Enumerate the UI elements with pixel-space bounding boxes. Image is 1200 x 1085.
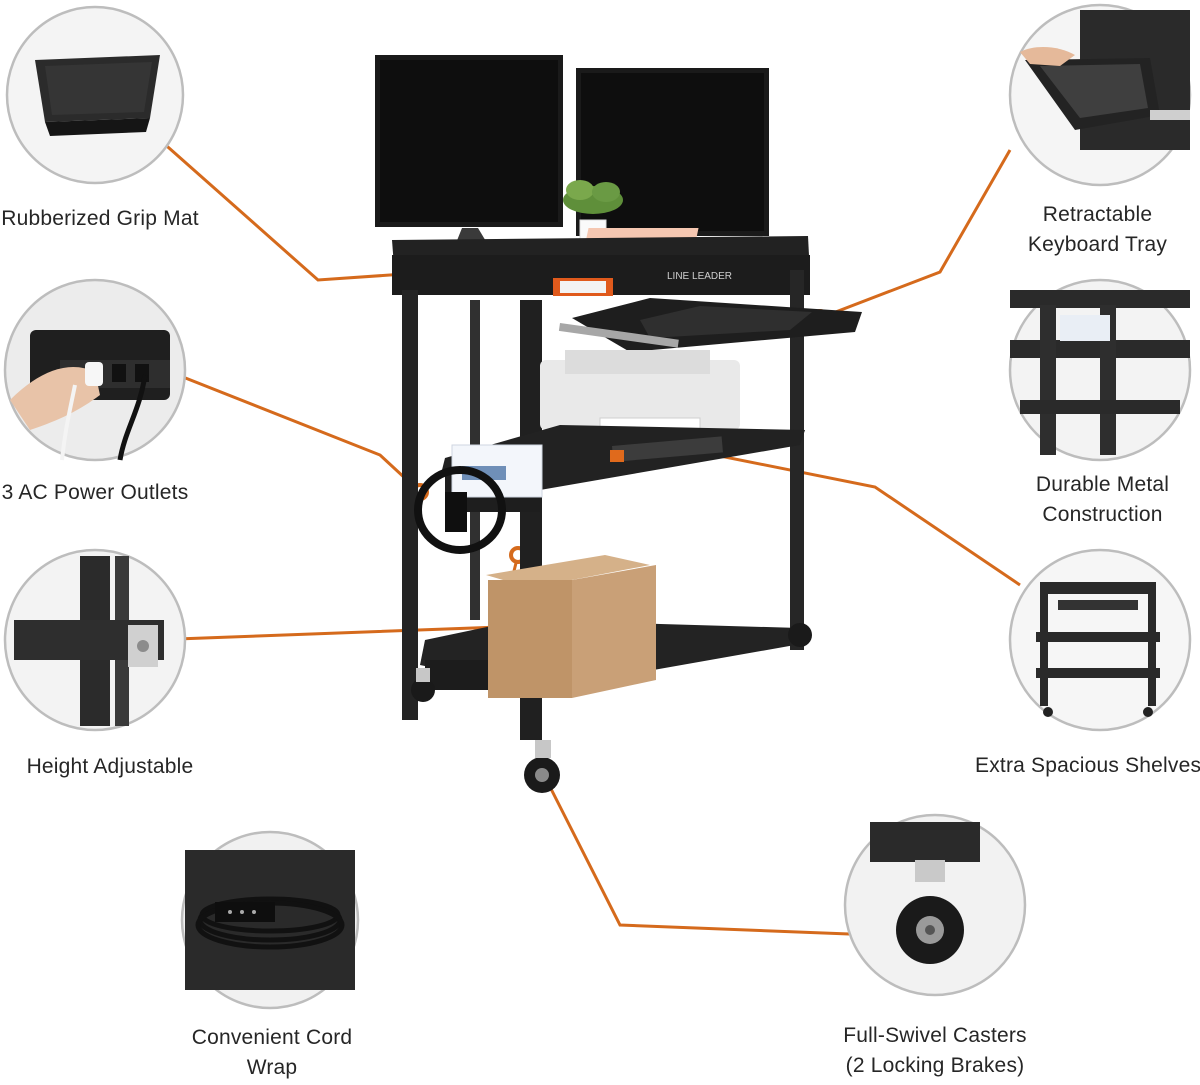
keyboard — [640, 306, 812, 338]
feature-label-casters-line-2: (2 Locking Brakes) — [845, 1054, 1025, 1077]
detail-circle-casters — [843, 813, 1027, 997]
feature-label-cord-wrap-line-2: Wrap — [246, 1056, 298, 1079]
brand-label: LINE LEADER — [667, 271, 732, 282]
cord-bundle — [414, 466, 506, 554]
detail-circle-metal-construction — [1008, 278, 1192, 462]
feature-label-keyboard-tray-line-2: Keyboard Tray — [1027, 233, 1168, 256]
feature-label-cord-wrap-line-1: Convenient Cord — [191, 1026, 353, 1049]
callout-line-keyboard-tray — [819, 149, 1012, 320]
callout-line-height-adjustable — [149, 554, 520, 642]
feature-label-casters-line-1: Full-Swivel Casters — [843, 1024, 1027, 1047]
feature-label-keyboard-tray-line-1: Retractable — [1042, 203, 1153, 226]
feature-label-keyboard-tray: Retractable Keyboard Tray — [1000, 200, 1195, 260]
callout-line-cord-wrap — [543, 776, 876, 937]
feature-label-metal-construction: Durable Metal Construction — [1005, 470, 1200, 530]
printer — [540, 350, 740, 435]
detail-circle-height-adjustable — [3, 548, 187, 732]
wheels — [411, 623, 812, 793]
paper-cutter — [611, 436, 723, 462]
feature-label-height-adjustable-line: Height Adjustable — [26, 755, 194, 778]
feature-label-casters: Full-Swivel Casters (2 Locking Brakes) — [830, 1021, 1040, 1081]
feature-label-grip-mat-line: Rubberized Grip Mat — [1, 207, 199, 230]
feature-label-spacious-shelves-line: Extra Spacious Shelves — [975, 754, 1200, 777]
feature-label-metal-construction-line-1: Durable Metal — [1035, 473, 1170, 496]
feature-label-grip-mat: Rubberized Grip Mat — [0, 204, 200, 234]
detail-circle-grip-mat — [5, 5, 185, 185]
callout-line-power-outlets — [144, 360, 422, 494]
cart: LINE LEADER — [375, 55, 862, 793]
feature-label-spacious-shelves: Extra Spacious Shelves — [975, 751, 1200, 781]
plant — [563, 180, 623, 247]
feature-label-cord-wrap: Convenient Cord Wrap — [172, 1023, 372, 1083]
detail-circle-keyboard-tray — [1008, 3, 1192, 187]
detail-circle-spacious-shelves — [1008, 548, 1192, 732]
feature-label-power-outlets-line: 3 AC Power Outlets — [1, 481, 189, 504]
feature-label-metal-construction-line-2: Construction — [1042, 503, 1163, 526]
leg-front-left — [402, 290, 418, 720]
detail-circle-power-outlets — [3, 278, 187, 462]
feature-label-power-outlets: 3 AC Power Outlets — [0, 478, 190, 508]
feature-label-height-adjustable: Height Adjustable — [10, 752, 210, 782]
callout-line-shelves — [694, 449, 1021, 587]
leg-back-right — [790, 270, 804, 650]
cardboard-box — [486, 555, 656, 698]
detail-circle-cord-wrap — [180, 830, 360, 1010]
monitor-left — [375, 55, 563, 262]
